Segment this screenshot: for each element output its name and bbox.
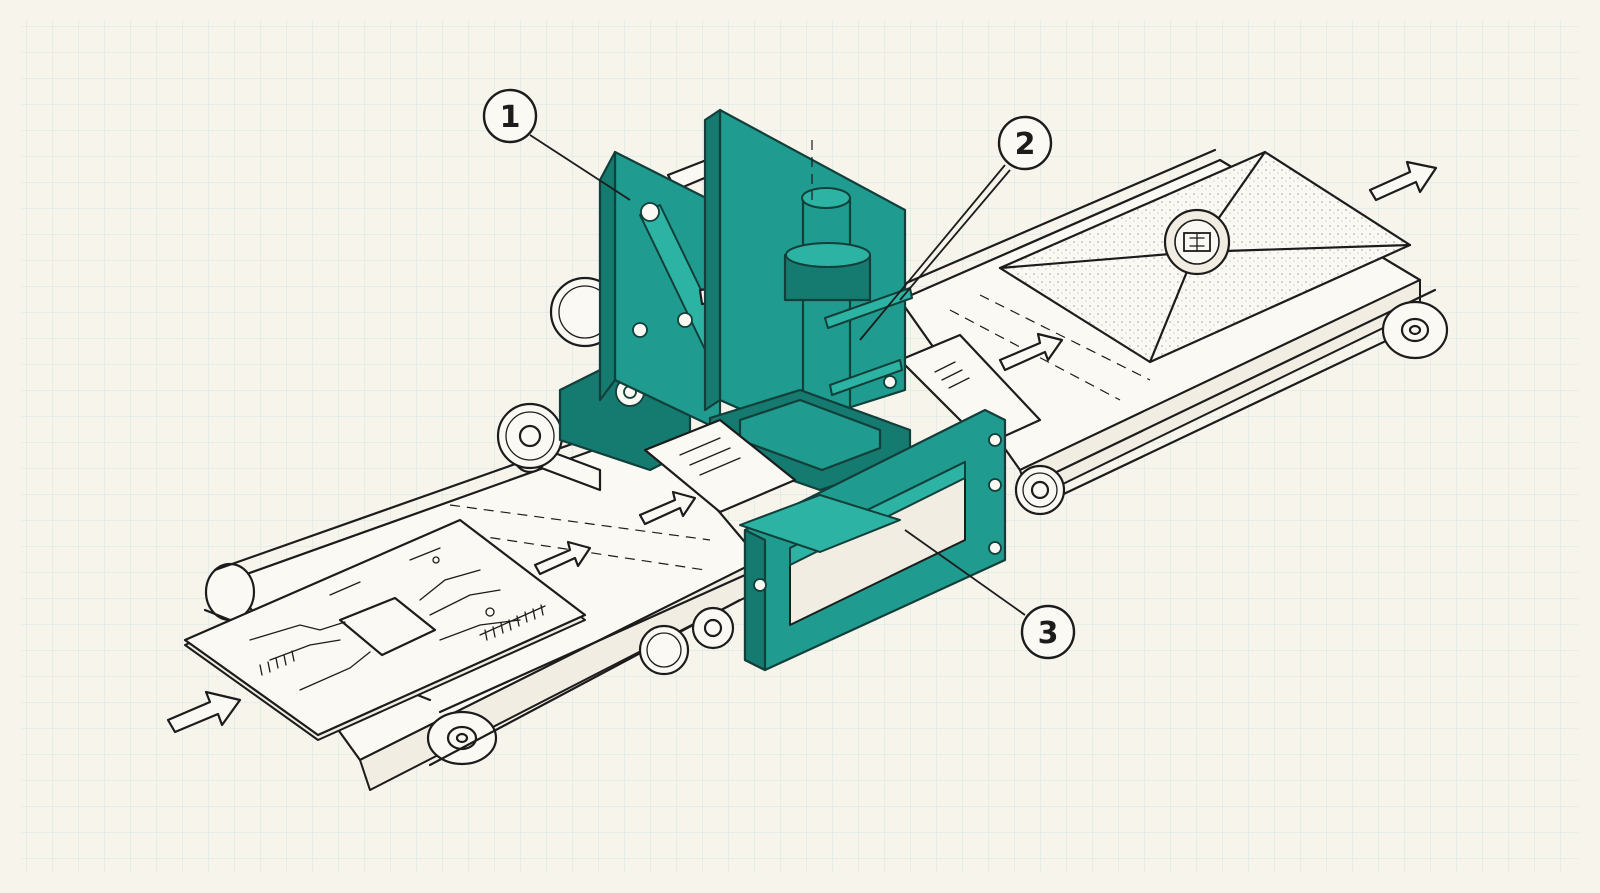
flow-arrow-belt-3 — [998, 332, 1064, 372]
callout-2-label: 2 — [1015, 127, 1036, 162]
wax-seal-icon — [1163, 208, 1231, 276]
flow-arrow-input — [166, 690, 242, 734]
flow-arrow-belt-2 — [638, 490, 697, 526]
flow-arrow-output — [1368, 160, 1438, 202]
callout-1-circle[interactable] — [482, 88, 538, 144]
callout-3[interactable]: 3 — [904, 529, 1076, 660]
chip — [338, 596, 437, 657]
left-roller-hub — [446, 725, 478, 751]
die-top-plate — [739, 494, 901, 553]
callout-2-leader — [859, 164, 1006, 341]
flow-arrow-belt-1 — [533, 540, 592, 576]
callout-1-label: 1 — [500, 100, 521, 135]
callout-2[interactable]: 2 — [859, 115, 1053, 341]
left-roller-back — [204, 562, 256, 622]
circuit-board — [183, 518, 587, 741]
stamping-machine — [549, 108, 1007, 672]
envelope — [998, 150, 1412, 364]
callout-3-circle[interactable] — [1020, 604, 1076, 660]
callout-1[interactable]: 1 — [482, 88, 631, 201]
right-roller-hub — [1400, 317, 1430, 343]
callout-2-circle[interactable] — [997, 115, 1053, 171]
callout-1-leader — [529, 134, 631, 201]
document-sheet — [898, 333, 1042, 447]
callout-3-label: 3 — [1038, 616, 1059, 651]
callout-3-leader — [904, 529, 1026, 616]
